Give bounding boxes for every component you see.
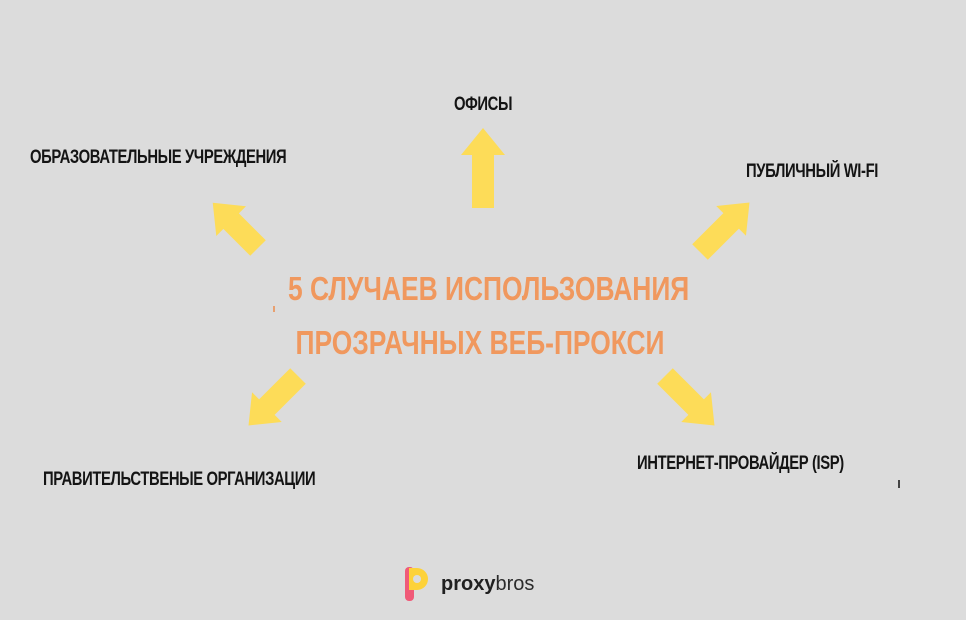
node-isp: ИНТЕРНЕТ-ПРОВАЙДЕР (ISP): [637, 453, 844, 474]
wordmark-bros: bros: [495, 572, 535, 595]
title-line-1: 5 СЛУЧАЕВ ИСПОЛЬЗОВАНИЯ: [288, 270, 690, 307]
node-government: ПРАВИТЕЛЬСТВЕНЫЕ ОРГАНИЗАЦИИ: [43, 469, 316, 490]
node-public-wifi: ПУБЛИЧНЫЙ WI-FI: [746, 161, 878, 182]
title-line-2: ПРОЗРАЧНЫХ ВЕБ-ПРОКСИ: [295, 324, 665, 361]
proxybros-logo-icon: [405, 567, 428, 601]
arrow-up-left: [212, 202, 266, 256]
arrow-up: [461, 128, 505, 208]
proxybros-logo: proxybros: [403, 565, 534, 603]
node-offices: ОФИСЫ: [454, 94, 513, 115]
stray-mark: [273, 306, 275, 312]
arrow-down-right: [657, 368, 715, 426]
arrow-down-left: [248, 368, 306, 426]
wordmark-proxy: proxy: [441, 572, 496, 595]
proxybros-wordmark: proxybros: [441, 573, 534, 596]
stray-mark: [898, 480, 900, 488]
arrow-up-right: [692, 202, 750, 260]
node-education: ОБРАЗОВАТЕЛЬНЫЕ УЧРЕЖДЕНИЯ: [30, 147, 287, 168]
diagram-title: 5 СЛУЧАЕВ ИСПОЛЬЗОВАНИЯ ПРОЗРАЧНЫХ ВЕБ-П…: [288, 262, 690, 370]
